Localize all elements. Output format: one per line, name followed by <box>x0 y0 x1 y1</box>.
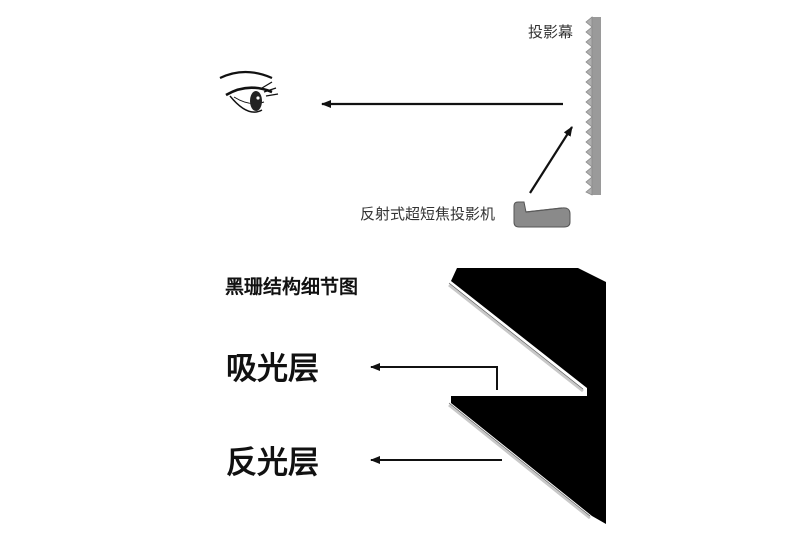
reflective-strip-lower <box>448 403 591 520</box>
reflective-strip-upper <box>448 283 584 393</box>
absorb-layer-pointer <box>370 363 498 390</box>
projector-label: 反射式超短焦投影机 <box>360 205 495 223</box>
reflective-strip-upper-edge <box>448 282 584 390</box>
eye-icon <box>219 70 279 113</box>
projector-icon <box>513 201 571 228</box>
absorb-layer-label: 吸光层 <box>226 351 319 387</box>
screen-label: 投影幕 <box>528 23 573 41</box>
top-diagram: 投影幕 反射式超短焦投影机 <box>219 16 601 228</box>
projection-screen <box>585 16 601 196</box>
projected-light-arrow <box>529 126 573 194</box>
reflective-strip-lower-edge <box>448 402 591 517</box>
absorbing-panel <box>451 268 606 524</box>
reflect-layer-label: 反光层 <box>226 445 319 481</box>
bottom-diagram: 黑珊结构细节图 吸光层 反光层 <box>225 268 606 524</box>
structure-title: 黑珊结构细节图 <box>225 275 358 298</box>
